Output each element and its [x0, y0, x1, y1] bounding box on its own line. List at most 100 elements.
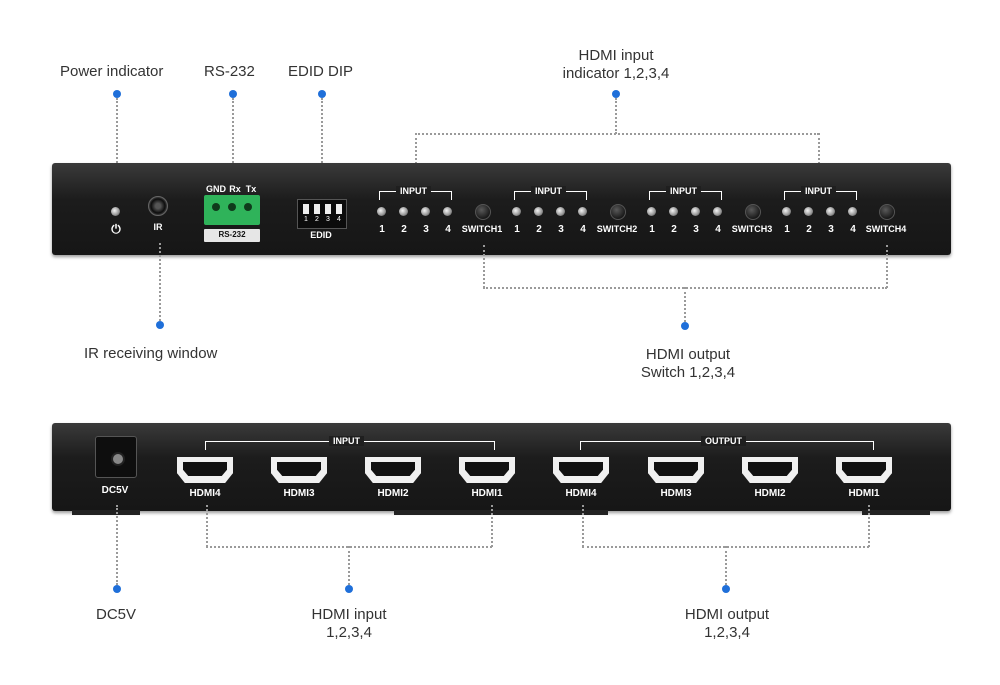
input-label-2: INPUT: [531, 186, 566, 196]
leader-output-stem: [725, 546, 727, 585]
callout-dot-power: [113, 90, 121, 98]
input-led-2-4: [578, 207, 587, 216]
callout-edid-dip: EDID DIP: [288, 63, 354, 80]
led-number-3-3: 3: [693, 224, 699, 235]
led-number-1-2: 2: [401, 224, 407, 235]
led-number-2-2: 2: [536, 224, 542, 235]
input-led-1-4: [443, 207, 452, 216]
led-number-3-1: 1: [649, 224, 655, 235]
callout-dot-ir: [156, 321, 164, 329]
hdmi-output-label-1: HDMI1: [848, 488, 880, 499]
hdmi-output-port-2-slot: [748, 462, 792, 476]
input-led-3-4: [713, 207, 722, 216]
front-panel: [52, 163, 951, 255]
switch3-button[interactable]: [745, 204, 761, 220]
dip-lever-4[interactable]: [336, 204, 342, 214]
dip-lever-3[interactable]: [325, 204, 331, 214]
dip-number-1: 1: [304, 216, 308, 223]
leader-edid: [321, 98, 323, 198]
dip-number-3: 3: [326, 216, 330, 223]
input-led-4-1: [782, 207, 791, 216]
switch4-label: SWITCH4: [865, 224, 907, 234]
leader-switch-stem: [684, 287, 686, 322]
hdmi-input-port-3-slot: [277, 462, 321, 476]
leader-ir: [159, 243, 161, 321]
hdmi-output-label-3: HDMI3: [660, 488, 692, 499]
hdmi-input-port-3[interactable]: [271, 457, 327, 483]
rear-foot-right: [862, 510, 930, 515]
input-led-3-2: [669, 207, 678, 216]
dip-number-2: 2: [315, 216, 319, 223]
callout-ir-window: IR receiving window: [84, 345, 218, 362]
dip-number-4: 4: [337, 216, 341, 223]
terminal-label-tx: Tx: [245, 184, 257, 194]
hdmi-input-port-1[interactable]: [459, 457, 515, 483]
rear-foot-middle: [394, 510, 608, 515]
callout-hdmi-input-line1: HDMI input: [311, 606, 387, 623]
leader-rs232: [232, 98, 234, 194]
edid-label: EDID: [310, 230, 332, 240]
input-led-4-2: [804, 207, 813, 216]
rs232-terminal-block[interactable]: [204, 195, 260, 225]
leader-input-stem: [348, 546, 350, 585]
switch2-label: SWITCH2: [596, 224, 638, 234]
switch2-button[interactable]: [610, 204, 626, 220]
dip-lever-2[interactable]: [314, 204, 320, 214]
hdmi-input-label-2: HDMI2: [377, 488, 409, 499]
input-led-4-3: [826, 207, 835, 216]
hdmi-output-port-1[interactable]: [836, 457, 892, 483]
hdmi-output-port-1-slot: [842, 462, 886, 476]
callout-dot-switch: [681, 322, 689, 330]
led-number-2-3: 3: [558, 224, 564, 235]
switch4-button[interactable]: [879, 204, 895, 220]
leader-input-left: [206, 505, 208, 547]
input-led-2-1: [512, 207, 521, 216]
rs232-plate-label: RS-232: [218, 230, 246, 239]
hdmi-output-port-4[interactable]: [553, 457, 609, 483]
power-led: [111, 207, 120, 216]
terminal-screw-2: [228, 203, 236, 211]
leader-dc: [116, 505, 118, 585]
hdmi-output-label-4: HDMI4: [565, 488, 597, 499]
leader-input-indicator-right: [818, 133, 820, 188]
callout-dc5v: DC5V: [96, 606, 137, 623]
terminal-label-rx: Rx: [229, 184, 241, 194]
led-number-3-4: 4: [715, 224, 721, 235]
leader-output-left: [582, 505, 584, 547]
callout-hdmi-output-switch: HDMI output Switch 1,2,3,4: [626, 346, 750, 382]
hdmi-output-label-2: HDMI2: [754, 488, 786, 499]
leader-switch-left: [483, 245, 485, 288]
led-number-4-2: 2: [806, 224, 812, 235]
callout-dot-dc: [113, 585, 121, 593]
hdmi-input-port-1-slot: [465, 462, 509, 476]
input-led-3-3: [691, 207, 700, 216]
input-label-3: INPUT: [666, 186, 701, 196]
callout-hdmi-input: HDMI input 1,2,3,4: [299, 606, 399, 642]
dip-lever-1[interactable]: [303, 204, 309, 214]
callout-hdmi-output: HDMI output 1,2,3,4: [672, 606, 782, 642]
input-led-4-4: [848, 207, 857, 216]
callout-dot-hdmi-input: [345, 585, 353, 593]
led-number-1-1: 1: [379, 224, 385, 235]
led-number-4-1: 1: [784, 224, 790, 235]
hdmi-output-port-3[interactable]: [648, 457, 704, 483]
hdmi-input-port-4[interactable]: [177, 457, 233, 483]
leader-switch-right: [886, 245, 888, 288]
callout-hdmi-output-switch-line1: HDMI output: [645, 346, 731, 363]
switch1-button[interactable]: [475, 204, 491, 220]
rear-foot-left: [72, 510, 140, 515]
callout-dot-hdmi-output: [722, 585, 730, 593]
led-number-1-3: 3: [423, 224, 429, 235]
edid-dip-switch[interactable]: 1 2 3 4: [297, 199, 347, 229]
hdmi-output-port-2[interactable]: [742, 457, 798, 483]
switch1-label: SWITCH1: [461, 224, 503, 234]
leader-input-right: [491, 505, 493, 547]
input-label-4: INPUT: [801, 186, 836, 196]
rear-output-label: OUTPUT: [701, 436, 746, 446]
hdmi-input-label-4: HDMI4: [189, 488, 221, 499]
hdmi-input-port-2[interactable]: [365, 457, 421, 483]
hdmi-input-port-2-slot: [371, 462, 415, 476]
led-number-1-4: 4: [445, 224, 451, 235]
callout-hdmi-output-line2: 1,2,3,4: [704, 624, 750, 641]
dc-power-jack[interactable]: [95, 436, 137, 478]
